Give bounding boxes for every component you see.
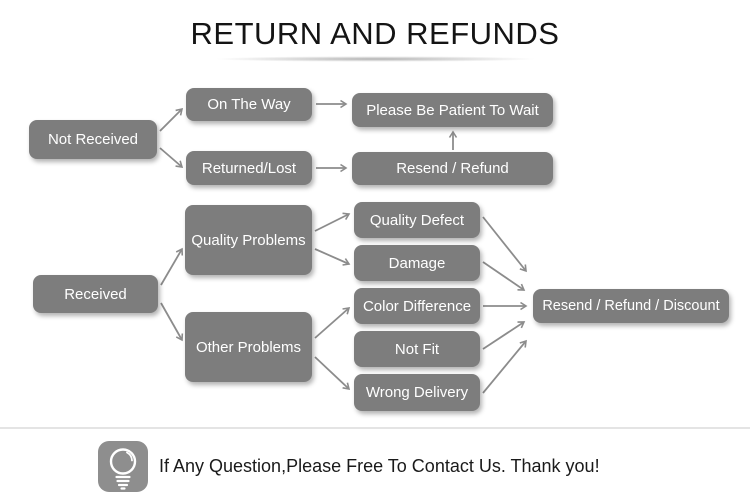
arrow-received-other-problems (160, 302, 184, 342)
node-received: Received (33, 275, 158, 313)
footer-note: If Any Question,Please Free To Contact U… (98, 440, 600, 492)
arrow-not-received-returned-lost (159, 147, 184, 168)
node-resend-refund: Resend / Refund (352, 152, 553, 185)
arrow-quality-defect-discount (482, 216, 527, 273)
node-resend-refund-discount: Resend / Refund / Discount (533, 289, 729, 323)
footer-divider (0, 427, 750, 429)
node-please-wait: Please Be Patient To Wait (352, 93, 553, 127)
title-underline-shadow (153, 55, 598, 63)
node-not-fit: Not Fit (354, 331, 480, 367)
node-quality-problems: Quality Problems (185, 205, 312, 275)
lightbulb-icon (98, 440, 148, 492)
footer-message: If Any Question,Please Free To Contact U… (159, 455, 600, 476)
arrow-quality-problems-quality-defect (314, 212, 351, 232)
node-wrong-delivery: Wrong Delivery (354, 374, 480, 411)
node-other-problems: Other Problems (185, 312, 312, 382)
arrow-not-fit-discount (482, 321, 526, 350)
arrow-not-received-on-the-way (159, 107, 184, 132)
node-returned-lost: Returned/Lost (186, 151, 312, 185)
arrow-received-quality-problems (160, 247, 184, 286)
arrow-other-problems-color-difference (314, 307, 351, 339)
arrow-wrong-delivery-discount (482, 339, 527, 394)
node-color-difference: Color Difference (354, 288, 480, 324)
arrow-other-problems-wrong-delivery (314, 356, 351, 391)
page-title: RETURN AND REFUNDS (190, 16, 560, 51)
node-not-received: Not Received (29, 120, 157, 159)
node-quality-defect: Quality Defect (354, 202, 480, 238)
arrow-quality-problems-damage (314, 248, 351, 266)
arrow-damage-discount (482, 261, 526, 291)
node-on-the-way: On The Way (186, 88, 312, 121)
node-damage: Damage (354, 245, 480, 281)
